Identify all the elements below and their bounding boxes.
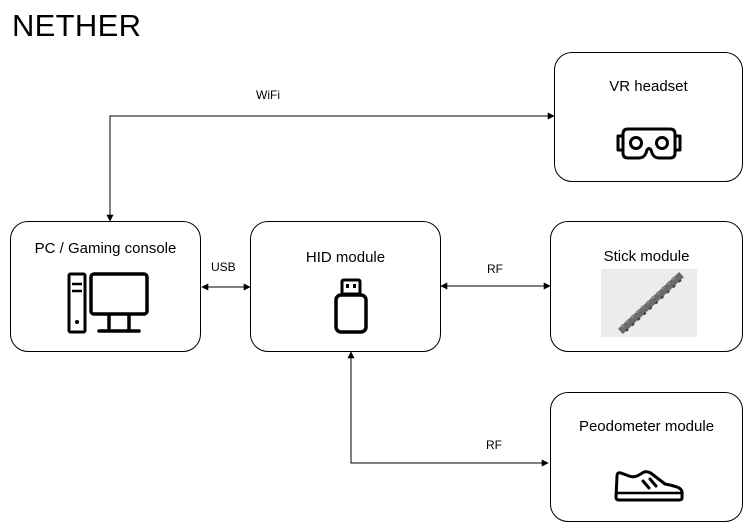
stick-module-label: Stick module — [603, 248, 690, 265]
pc-label: PC / Gaming console — [34, 240, 177, 257]
rf-stick-label: RF — [487, 262, 503, 276]
vr-headset-label: VR headset — [609, 78, 688, 95]
diagram-title: NETHER — [12, 8, 142, 43]
sneaker-icon — [614, 470, 684, 502]
vr-headset-node: VR headset — [554, 52, 743, 182]
stick-module-node: Stick module — [550, 221, 743, 352]
rf-pedometer-connector — [347, 351, 549, 467]
usb-stick-icon — [334, 278, 368, 334]
hid-module-label: HID module — [305, 249, 386, 266]
vr-headset-icon — [616, 127, 682, 160]
wifi-label: WiFi — [256, 88, 280, 102]
hid-module-node: HID module — [250, 221, 441, 352]
stick-icon — [601, 269, 697, 337]
rf-pedometer-label: RF — [486, 438, 502, 452]
wifi-connector — [106, 112, 555, 222]
desktop-computer-icon — [67, 272, 149, 334]
pedometer-module-node: Peodometer module — [550, 392, 743, 522]
pedometer-module-label: Peodometer module — [578, 418, 715, 435]
pc-node: PC / Gaming console — [10, 221, 201, 352]
usb-label: USB — [211, 260, 236, 274]
